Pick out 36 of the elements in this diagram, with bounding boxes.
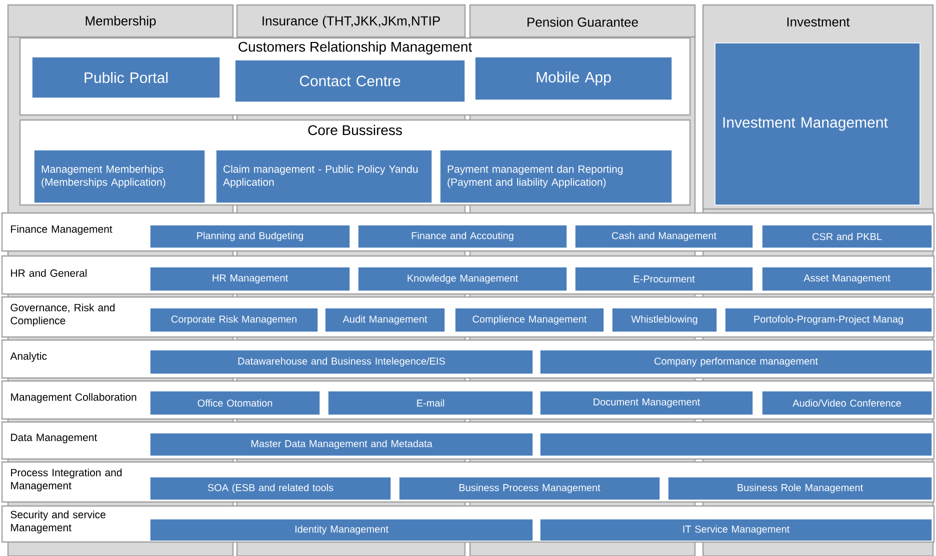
module-box: Public Portal <box>32 56 220 98</box>
module-box: Corporate Risk Managemen <box>150 308 318 332</box>
module-box: E-mail <box>328 390 534 416</box>
module-box: Document Management <box>540 390 754 416</box>
module-box: Company performance management <box>540 350 932 374</box>
module-box: Whistleblowing <box>612 308 718 332</box>
module-box: Audio/Video Conference <box>762 390 932 416</box>
module-box: Claim management - Public Policy Yandu Application <box>216 150 432 204</box>
module-box: Finance and Accouting <box>358 224 568 248</box>
module-box: Asset Management <box>762 266 932 292</box>
module-box <box>540 432 932 456</box>
module-box: Cash and Management <box>574 224 754 248</box>
module-box: Identity Management <box>150 518 534 542</box>
module-box: Investment Management <box>714 42 920 206</box>
module-box: Business Role Management <box>668 476 932 500</box>
module-box: Audit Management <box>324 308 446 332</box>
module-box: Office Otomation <box>150 390 320 416</box>
module-box: Master Data Management and Metadata <box>150 432 534 456</box>
module-box: Portofolo-Program-Project Manag <box>724 308 932 332</box>
column-panel: Pension Guarantee <box>469 4 696 38</box>
module-box: IT Service Management <box>540 518 932 542</box>
module-box: Datawarehouse and Business Intelegence/EIS <box>150 350 534 374</box>
module-box: E-Procurment <box>574 266 754 292</box>
module-box: Business Process Management <box>398 476 660 500</box>
module-box: Complience Management <box>454 308 604 332</box>
module-box: Payment management dan Reporting (Payment and liability Application) <box>440 150 672 204</box>
module-box: CSR and PKBL <box>762 224 932 248</box>
module-box: HR Management <box>150 266 350 292</box>
module-box: Contact Centre <box>234 60 466 102</box>
column-panel: Insurance (THT,JKK,JKm,NTIP <box>236 4 466 38</box>
module-box: Knowledge Management <box>358 266 568 292</box>
module-box: Mobile App <box>474 56 672 100</box>
column-panel: Membership <box>7 4 234 38</box>
module-box: SOA (ESB and related tools <box>150 476 392 500</box>
module-box: Planning and Budgeting <box>150 224 350 248</box>
module-box: Management Memberhips (Memberships Application) <box>34 150 206 204</box>
